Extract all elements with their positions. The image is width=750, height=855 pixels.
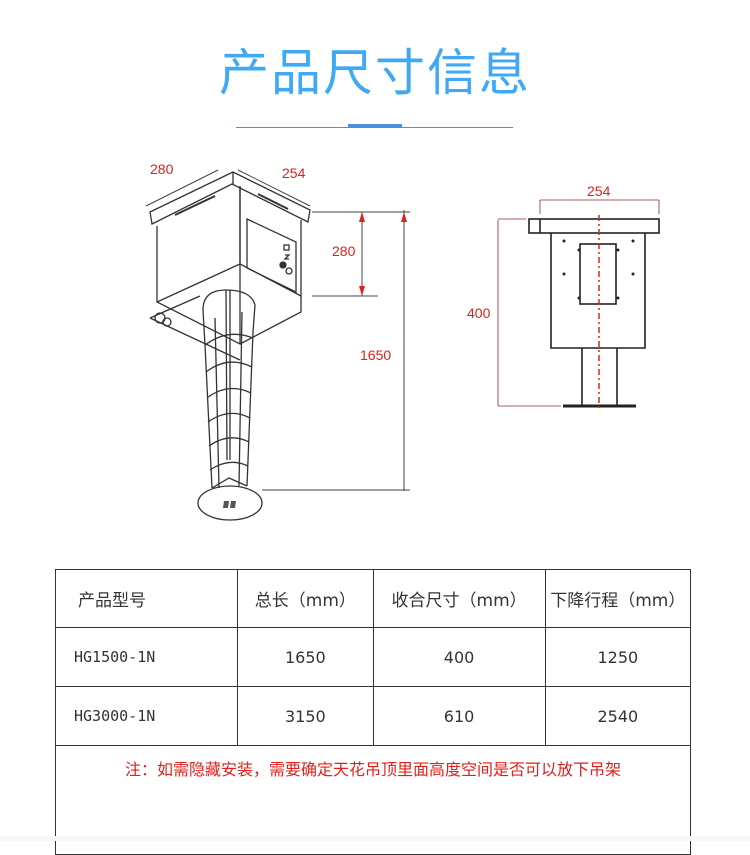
iso-width-label: 280 <box>150 161 174 177</box>
front-view <box>497 199 660 408</box>
cell-folded-size: 610 <box>372 686 546 746</box>
iso-box-height-label: 280 <box>332 243 356 259</box>
iso-total-length-label: 1650 <box>360 347 391 363</box>
spec-table: 产品型号 总长（mm） 收合尺寸（mm） 下降行程（mm） HG1500-1N … <box>54 569 692 855</box>
cell-model: HG3000-1N <box>54 686 239 746</box>
footer-strip <box>0 836 750 841</box>
iso-depth-label: 254 <box>282 165 306 181</box>
header-total-length: 总长（mm） <box>237 569 374 628</box>
cell-travel: 1250 <box>544 627 692 687</box>
dimension-drawing: 280 254 280 1650 254 400 <box>145 161 660 521</box>
front-width-label: 254 <box>587 183 611 199</box>
cell-model: HG1500-1N <box>54 627 239 687</box>
header-model: 产品型号 <box>54 569 239 628</box>
cell-total-length: 1650 <box>237 627 374 687</box>
title-divider-accent <box>348 124 402 128</box>
cell-folded-size: 400 <box>372 627 546 687</box>
table-row: HG1500-1N 1650 400 1250 <box>54 627 692 687</box>
page-title: 产品尺寸信息 <box>219 44 531 102</box>
isometric-view <box>145 169 410 521</box>
header-folded-size: 收合尺寸（mm） <box>372 569 546 628</box>
table-header-row: 产品型号 总长（mm） 收合尺寸（mm） 下降行程（mm） <box>54 569 692 628</box>
table-row: HG3000-1N 3150 610 2540 <box>54 686 692 746</box>
cell-travel: 2540 <box>544 686 692 746</box>
cell-total-length: 3150 <box>237 686 374 746</box>
front-height-label: 400 <box>467 305 491 321</box>
header-travel: 下降行程（mm） <box>544 569 692 628</box>
